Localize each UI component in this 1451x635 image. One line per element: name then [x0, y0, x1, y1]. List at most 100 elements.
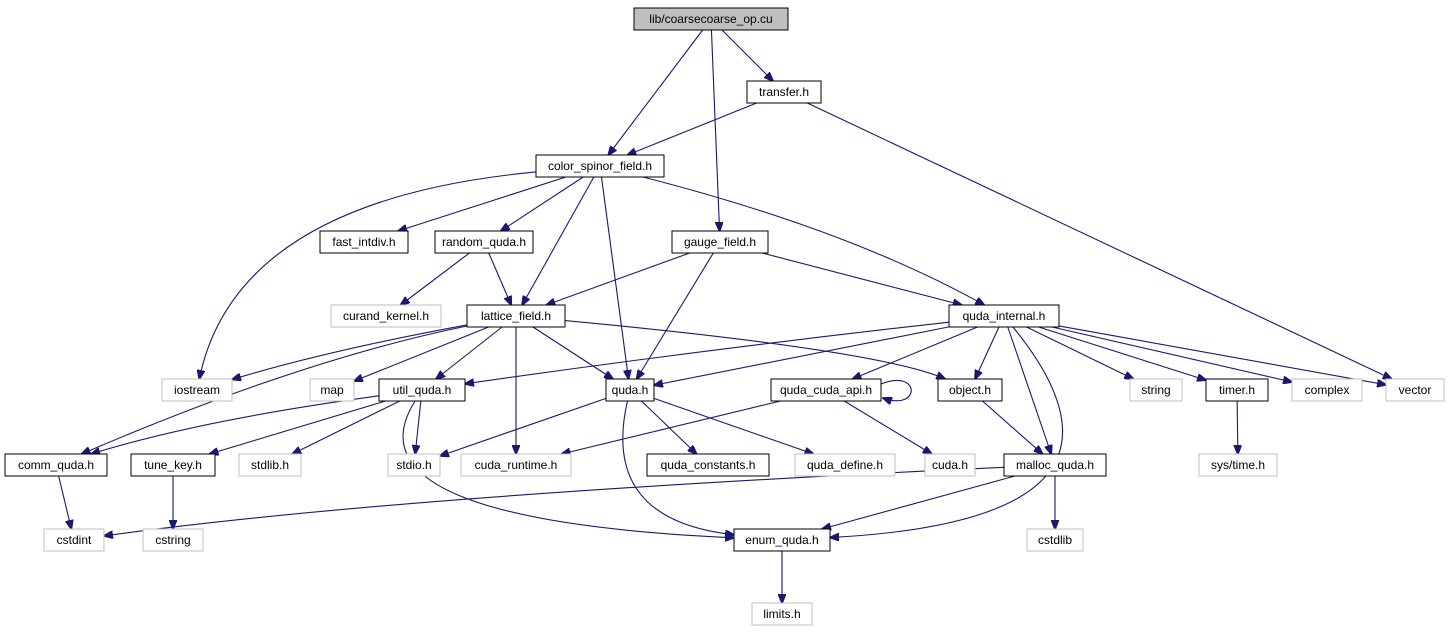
node-label: color_spinor_field.h — [548, 159, 652, 173]
edge-coarsecoarse_op-to-color_spinor_field — [608, 29, 704, 155]
edge-quda_cuda_api-to-cuda — [843, 400, 932, 454]
node-box — [794, 453, 896, 477]
node-label: comm_quda.h — [18, 458, 94, 472]
node-label: transfer.h — [759, 85, 809, 99]
node-box — [238, 453, 302, 477]
node-box — [1026, 528, 1084, 552]
node-label: complex — [1305, 383, 1350, 397]
node-box — [319, 230, 409, 254]
edges-layer — [58, 29, 1392, 603]
node-string: string — [1129, 378, 1183, 402]
node-label: timer.h — [1219, 383, 1255, 397]
node-box — [646, 453, 770, 477]
node-random_quda[interactable]: random_quda.h — [434, 230, 534, 254]
node-box — [1205, 378, 1269, 402]
node-label: object.h — [949, 383, 991, 397]
node-coarsecoarse_op[interactable]: lib/coarsecoarse_op.cu — [633, 7, 789, 31]
edge-util_quda-to-stdlib — [292, 400, 400, 454]
edge-lattice_field-to-object — [564, 320, 945, 379]
node-label: quda_define.h — [807, 458, 883, 472]
node-sys_time: sys/time.h — [1198, 453, 1278, 477]
node-label: lib/coarsecoarse_op.cu — [649, 12, 772, 26]
node-quda_internal[interactable]: quda_internal.h — [948, 304, 1060, 328]
node-box — [671, 230, 769, 254]
node-box — [535, 154, 665, 178]
node-label: curand_kernel.h — [343, 309, 429, 323]
edge-util_quda-to-comm_quda — [91, 395, 380, 454]
edge-transfer-to-color_spinor_field — [627, 102, 757, 155]
node-comm_quda[interactable]: comm_quda.h — [4, 453, 108, 477]
node-gauge_field[interactable]: gauge_field.h — [671, 230, 769, 254]
node-box — [130, 453, 216, 477]
node-box — [309, 378, 355, 402]
edge-util_quda-to-tune_key — [210, 400, 386, 454]
edge-quda_internal-to-quda — [654, 326, 950, 385]
edge-quda_internal-to-string — [1026, 326, 1134, 379]
node-enum_quda[interactable]: enum_quda.h — [733, 528, 831, 552]
node-cstdlib: cstdlib — [1026, 528, 1084, 552]
node-fast_intdiv[interactable]: fast_intdiv.h — [319, 230, 409, 254]
node-box — [937, 378, 1003, 402]
edge-object-to-malloc_quda — [982, 400, 1042, 454]
node-box — [161, 378, 233, 402]
node-box — [633, 7, 789, 31]
edge-gauge_field-to-lattice_field — [546, 252, 690, 305]
edge-quda_internal-to-timer — [1038, 326, 1206, 380]
node-object[interactable]: object.h — [937, 378, 1003, 402]
edge-color_spinor_field-to-quda_internal — [642, 176, 984, 305]
node-box — [1129, 378, 1183, 402]
edge-lattice_field-to-iostream — [232, 324, 468, 380]
node-vector: vector — [1385, 378, 1445, 402]
edge-quda-to-quda_define — [653, 397, 813, 454]
node-lattice_field[interactable]: lattice_field.h — [466, 304, 566, 328]
node-tune_key[interactable]: tune_key.h — [130, 453, 216, 477]
node-box — [746, 80, 822, 104]
node-iostream: iostream — [161, 378, 233, 402]
edge-color_spinor_field-to-iostream — [199, 171, 537, 379]
node-box — [330, 304, 442, 328]
node-color_spinor_field[interactable]: color_spinor_field.h — [535, 154, 665, 178]
node-stdlib: stdlib.h — [238, 453, 302, 477]
edge-quda_internal-to-complex — [1051, 326, 1292, 382]
node-box — [387, 453, 441, 477]
node-label: tune_key.h — [144, 458, 202, 472]
node-label: stdio.h — [396, 458, 431, 472]
node-malloc_quda[interactable]: malloc_quda.h — [1003, 453, 1107, 477]
node-quda_cuda_api[interactable]: quda_cuda_api.h — [770, 378, 882, 402]
node-label: cstring — [155, 533, 190, 547]
edge-coarsecoarse_op-to-transfer — [721, 29, 773, 81]
edge-color_spinor_field-to-lattice_field — [522, 176, 595, 305]
node-transfer[interactable]: transfer.h — [746, 80, 822, 104]
node-label: cuda_runtime.h — [475, 458, 558, 472]
node-curand_kernel: curand_kernel.h — [330, 304, 442, 328]
edge-quda_cuda_api-to-quda_cuda_api — [880, 379, 912, 400]
edge-comm_quda-to-cstdint — [58, 475, 72, 529]
node-stdio: stdio.h — [387, 453, 441, 477]
edge-lattice_field-to-util_quda — [436, 326, 503, 379]
edge-util_quda-to-enum_quda — [402, 400, 734, 538]
node-label: vector — [1399, 383, 1432, 397]
node-timer[interactable]: timer.h — [1205, 378, 1269, 402]
edge-quda-to-enum_quda — [622, 400, 734, 535]
node-box — [434, 230, 534, 254]
node-label: cuda.h — [932, 458, 968, 472]
node-label: quda_internal.h — [963, 309, 1046, 323]
node-label: enum_quda.h — [745, 533, 818, 547]
edge-gauge_field-to-quda_internal — [762, 252, 962, 305]
node-quda[interactable]: quda.h — [605, 378, 655, 402]
node-label: sys/time.h — [1211, 458, 1265, 472]
node-quda_constants[interactable]: quda_constants.h — [646, 453, 770, 477]
edge-color_spinor_field-to-random_quda — [501, 176, 584, 231]
node-label: limits.h — [763, 607, 800, 621]
node-box — [1003, 453, 1107, 477]
node-box — [466, 304, 566, 328]
node-label: fast_intdiv.h — [332, 235, 395, 249]
node-box — [378, 378, 466, 402]
node-util_quda[interactable]: util_quda.h — [378, 378, 466, 402]
nodes-layer: lib/coarsecoarse_op.cu transfer.h color_sp… — [4, 7, 1445, 626]
edge-gauge_field-to-quda — [637, 252, 714, 379]
node-label: cstdlib — [1038, 533, 1072, 547]
edge-color_spinor_field-to-fast_intdiv — [398, 176, 567, 231]
node-label: lattice_field.h — [481, 309, 551, 323]
